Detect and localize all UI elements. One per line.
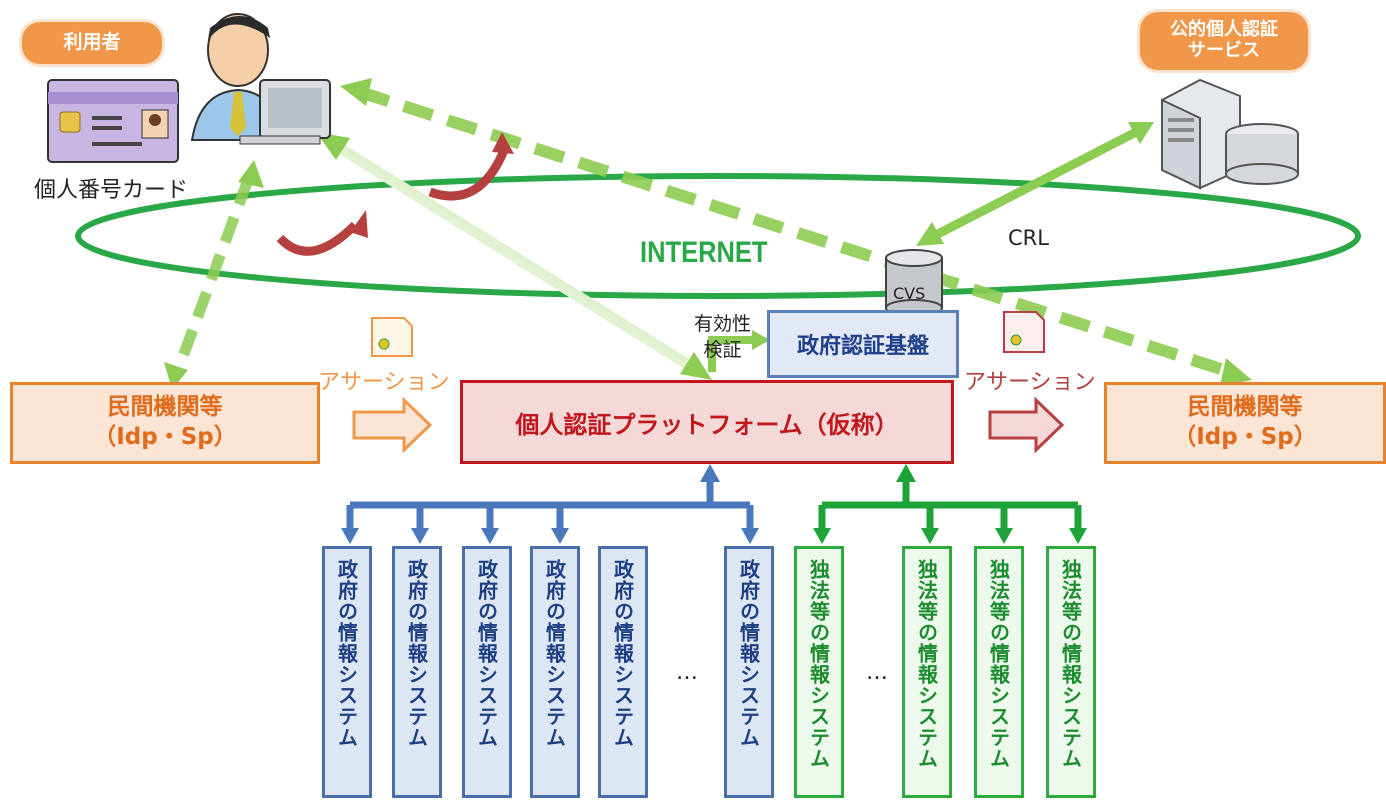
validity-label-line1: 有効性: [694, 313, 752, 335]
agency-system-2: 独法等の情報システム: [902, 546, 952, 798]
id-card-image: [47, 79, 179, 163]
agency-system-4: 独法等の情報システム: [1046, 546, 1096, 798]
private-org-left-line1: 民間機関等: [107, 394, 223, 421]
agency-systems-bus: [818, 480, 1082, 530]
curved-arrow-left: [276, 210, 368, 256]
crl-label: CRL: [1008, 226, 1049, 250]
curved-arrow-right: [428, 132, 514, 201]
internet-ring: [75, 173, 1361, 299]
gov-system-3: 政府の情報システム: [462, 546, 512, 798]
platform-box: 個人認証プラットフォーム（仮称）: [460, 380, 954, 464]
private-org-right: 民間機関等 （Idp・Sp）: [1104, 382, 1386, 464]
certificate-icon-right: [1003, 311, 1045, 353]
certificate-icon-left: [371, 317, 413, 357]
gov-system-6: 政府の情報システム: [724, 546, 774, 798]
gov-system-2: 政府の情報システム: [392, 546, 442, 798]
user-at-pc-image: [190, 13, 331, 145]
assertion-left-label: アサーション: [318, 370, 450, 395]
validity-label-line2: 検証: [703, 338, 742, 361]
jpki-badge-line1: 公的個人認証: [1170, 19, 1278, 41]
crl-arrow: [916, 122, 1154, 246]
card-caption: 個人番号カード: [34, 178, 189, 203]
jpki-badge: 公的個人認証 サービス: [1140, 12, 1308, 70]
internet-label: INTERNET: [640, 236, 768, 269]
gov-auth-label: 政府認証基盤: [796, 334, 929, 359]
user-badge-label: 利用者: [63, 31, 121, 54]
gov-bus-heads: [341, 464, 759, 544]
assertion-arrow-left: [352, 396, 433, 454]
jpki-server-image: [1161, 78, 1299, 190]
agency-ellipsis: …: [866, 660, 888, 685]
gov-system-4: 政府の情報システム: [530, 546, 580, 798]
assertion-right-label: アサーション: [964, 370, 1096, 395]
private-org-left: 民間機関等 （Idp・Sp）: [10, 382, 320, 464]
gov-auth-box: 政府認証基盤: [767, 310, 959, 378]
cvs-label: CVS: [893, 284, 926, 303]
platform-label: 個人認証プラットフォーム（仮称）: [515, 410, 899, 439]
gov-systems-bus: [346, 480, 754, 530]
agency-system-3: 独法等の情報システム: [974, 546, 1024, 798]
user-badge: 利用者: [22, 22, 162, 64]
private-org-right-line1: 民間機関等: [1187, 394, 1303, 421]
cvs-database-image: [885, 249, 943, 317]
gov-ellipsis: …: [676, 660, 698, 685]
private-org-right-line2: （Idp・Sp）: [1173, 424, 1317, 450]
validity-arrow: [708, 330, 770, 372]
gov-system-5: 政府の情報システム: [598, 546, 648, 798]
jpki-badge-line2: サービス: [1188, 40, 1260, 61]
gov-system-1: 政府の情報システム: [322, 546, 372, 798]
validity-label: 有効性 検証: [694, 312, 751, 363]
private-org-left-line2: （Idp・Sp）: [93, 424, 237, 450]
assertion-arrow-right: [988, 396, 1065, 454]
agency-bus-heads: [813, 464, 1087, 544]
agency-system-1: 独法等の情報システム: [794, 546, 844, 798]
